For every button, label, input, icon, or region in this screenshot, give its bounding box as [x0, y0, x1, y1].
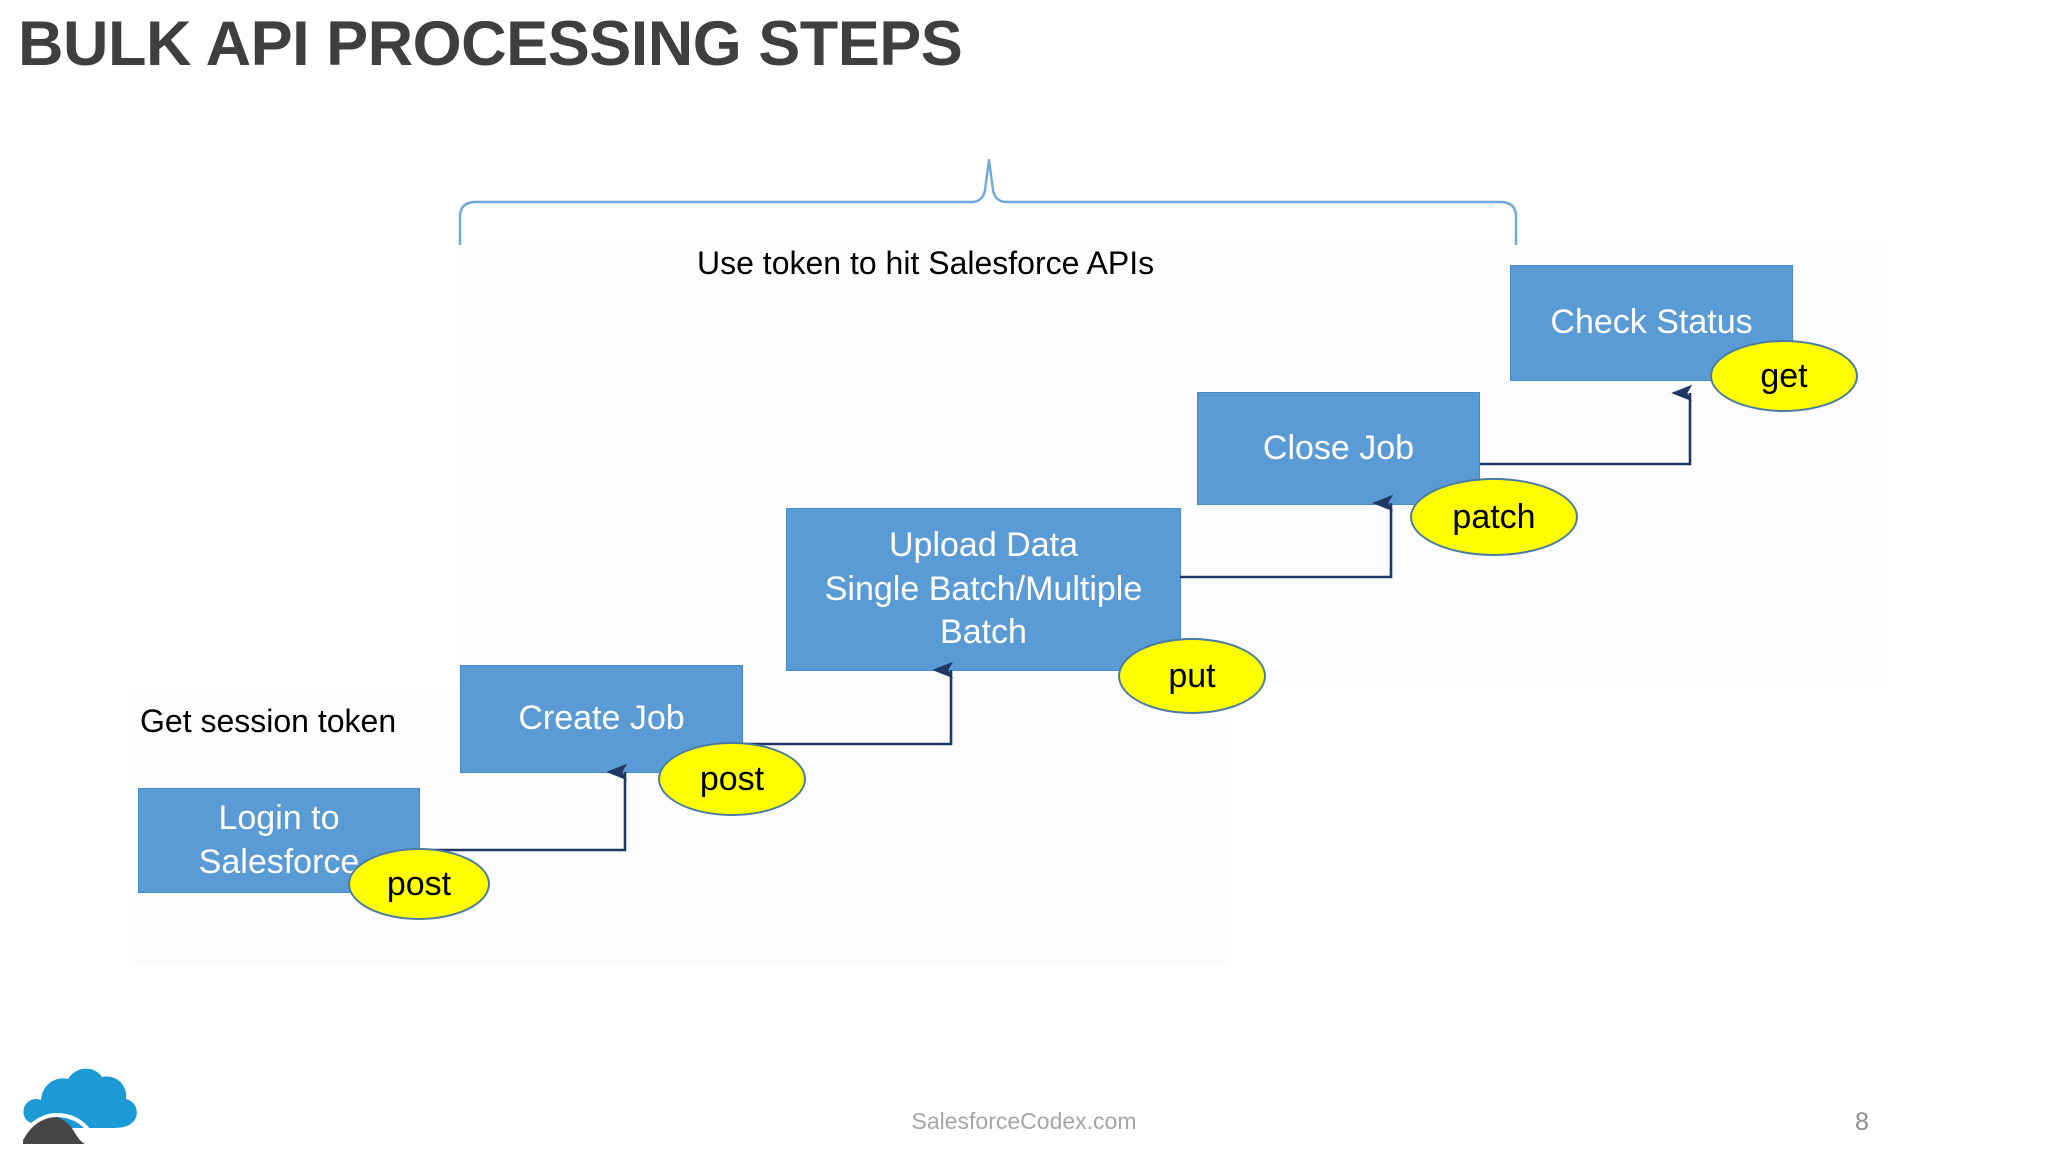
method-bubble-login-post[interactable]: post — [348, 848, 490, 920]
session-token-label: Get session token — [140, 703, 397, 739]
bracket-caption: Use token to hit Salesforce APIs — [697, 245, 1155, 281]
method-bubble-close-job-patch[interactable]: patch — [1410, 478, 1578, 556]
step-box-close-job[interactable]: Close Job — [1197, 392, 1480, 505]
method-label-check-status: get — [1760, 356, 1808, 395]
page-title: BULK API PROCESSING STEPS — [18, 9, 963, 79]
method-label-create-job: post — [699, 759, 765, 798]
method-label-close-job: patch — [1452, 497, 1536, 536]
method-bubble-check-status-get[interactable]: get — [1710, 340, 1858, 412]
footer-site-label: SalesforceCodex.com — [911, 1108, 1137, 1134]
step-label-create-job: Create Job — [518, 699, 685, 738]
method-label-login: post — [386, 864, 452, 903]
footer-page-number: 8 — [1855, 1108, 1869, 1136]
method-bubble-upload-data-put[interactable]: put — [1118, 638, 1266, 714]
salesforce-codex-cloud-logo — [22, 1068, 137, 1144]
step-label-close-job: Close Job — [1262, 428, 1415, 467]
method-label-upload-data: put — [1168, 656, 1216, 695]
step-label-login: Login to Salesforce — [198, 798, 360, 881]
step-box-upload-data[interactable]: Upload Data Single Batch/Multiple Batch — [786, 508, 1181, 671]
step-label-upload-data: Upload Data Single Batch/Multiple Batch — [824, 526, 1143, 652]
step-label-check-status: Check Status — [1550, 303, 1753, 342]
method-bubble-create-job-post[interactable]: post — [658, 742, 806, 816]
